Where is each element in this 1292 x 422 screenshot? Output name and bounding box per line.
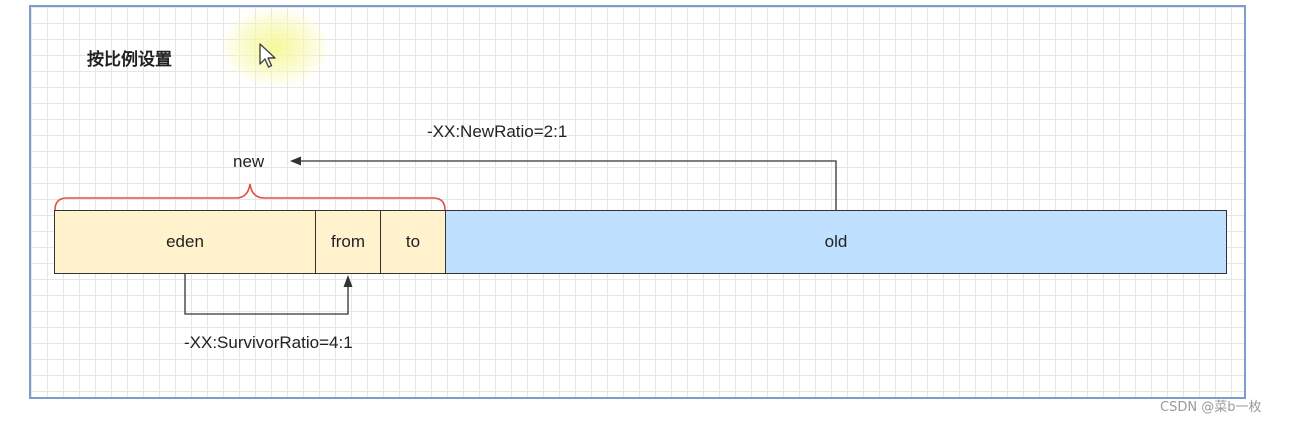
newratio-arrow [300,160,837,210]
new-label: new [233,152,265,171]
diagram-canvas [29,5,1246,399]
young-gen-brace [54,183,446,211]
to-segment: to [380,210,446,274]
watermark: CSDN @菜b一枚 [1160,400,1262,415]
cursor-highlight [222,8,328,86]
to-label: to [405,232,421,251]
from-segment: from [315,210,381,274]
mouse-pointer-icon [259,43,276,68]
old-label: old [824,232,848,251]
survivor-arrow [184,274,349,315]
from-label: from [331,232,365,251]
diagram-title: 按比例设置 [87,50,172,70]
eden-label: eden [166,232,204,251]
eden-segment: eden [54,210,316,274]
newratio-label: -XX:NewRatio=2:1 [427,122,568,141]
survivor-ratio-label: -XX:SurvivorRatio=4:1 [184,333,353,352]
survivor-arrowhead [343,275,353,287]
old-segment: old [445,210,1227,274]
newratio-arrowhead [290,156,301,166]
